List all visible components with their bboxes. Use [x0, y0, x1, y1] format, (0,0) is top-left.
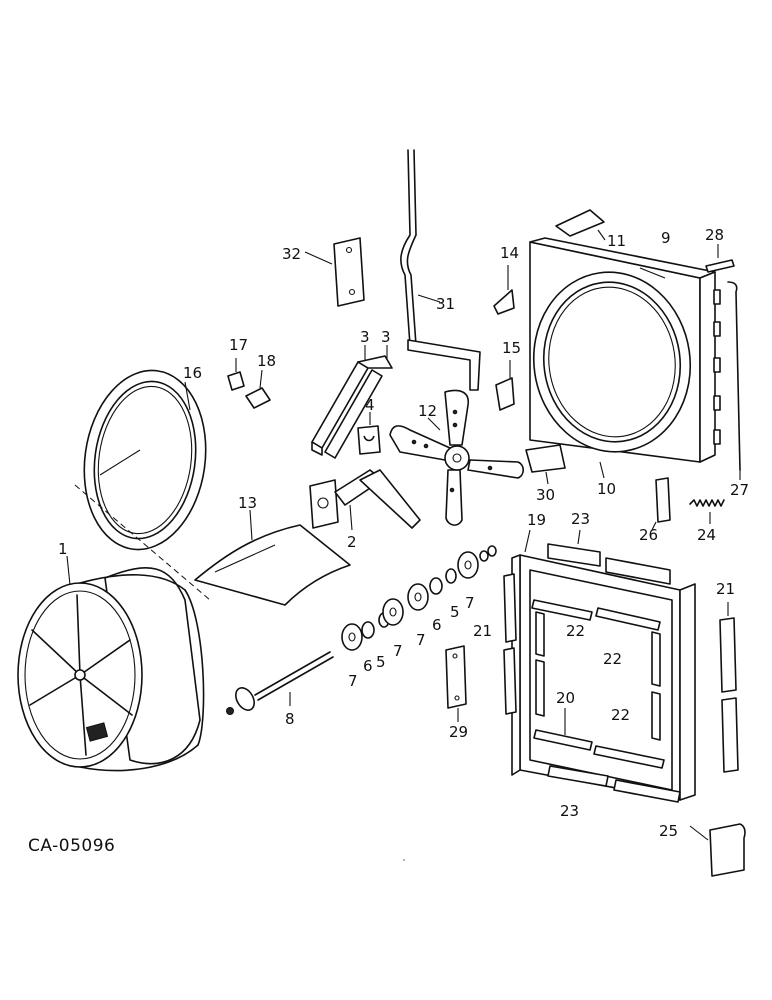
callout-20: 20: [556, 689, 575, 707]
part-15-bracket: [495, 360, 515, 411]
callout-30: 30: [536, 486, 555, 504]
callout-22: 22: [566, 622, 585, 640]
callout-7: 7: [348, 672, 358, 690]
part-26-bracket: [651, 477, 671, 531]
part-11-bracket: [555, 209, 606, 241]
callout-17: 17: [229, 336, 248, 354]
part-27-rod: [727, 281, 741, 480]
callout-6: 6: [432, 616, 442, 634]
callout-7: 7: [465, 594, 475, 612]
speck: [403, 859, 405, 861]
part-6-bushing-b: [429, 577, 443, 595]
callout-labels: 1 2 3 3 4 5 5 6 6 7 7 7 7 8 9 10 11 12 1…: [58, 226, 749, 840]
callout-5: 5: [376, 653, 386, 671]
part-14-bracket: [493, 265, 515, 315]
callout-22: 22: [611, 706, 630, 724]
part-7-bearing-d: [457, 545, 497, 579]
part-21-side-seals: [503, 573, 739, 773]
part-18-clip: [245, 369, 271, 409]
part-7-bearing: [341, 623, 363, 651]
part-32-plate: [304, 237, 365, 307]
callout-5: 5: [450, 603, 460, 621]
callout-13: 13: [238, 494, 257, 512]
part-12-fan-blade: [389, 389, 525, 526]
callout-6: 6: [363, 657, 373, 675]
callout-23: 23: [571, 510, 590, 528]
part-31-rod: [400, 149, 481, 391]
callout-15: 15: [502, 339, 521, 357]
callout-4: 4: [365, 396, 375, 414]
callout-28: 28: [705, 226, 724, 244]
callout-3: 3: [360, 328, 370, 346]
callout-29: 29: [449, 723, 468, 741]
part-1-fan-shroud: [17, 555, 205, 772]
callout-10: 10: [597, 480, 616, 498]
drawing-code: CA-05096: [28, 836, 115, 856]
part-13-screen: [194, 509, 351, 606]
callout-14: 14: [500, 244, 519, 262]
callout-32: 32: [282, 245, 301, 263]
part-20-seal: [533, 708, 593, 751]
part-7-bearing-b: [382, 598, 404, 626]
part-25-cover: [689, 823, 746, 877]
part-17-clip: [227, 358, 245, 391]
part-9-fan-shroud-plate: [529, 237, 721, 479]
callout-7: 7: [393, 642, 403, 660]
part-8-shaft: [226, 651, 334, 715]
part-16-ring-seal: [74, 369, 211, 601]
part-22-seals: [531, 599, 665, 769]
callout-9: 9: [661, 229, 671, 247]
part-28-strip: [705, 244, 735, 273]
callout-7: 7: [416, 631, 426, 649]
callout-24: 24: [697, 526, 716, 544]
callout-2: 2: [347, 533, 357, 551]
callout-22: 22: [603, 650, 622, 668]
part-7-bearing-c: [407, 583, 429, 611]
callout-1: 1: [58, 540, 68, 558]
part-5-collar-b: [445, 568, 457, 584]
callout-21: 21: [716, 580, 735, 598]
callout-16: 16: [183, 364, 202, 382]
callout-27: 27: [730, 481, 749, 499]
part-24-spring: [689, 499, 725, 524]
callout-12: 12: [418, 402, 437, 420]
part-3-brace-pair: [311, 345, 393, 459]
callout-25: 25: [659, 822, 678, 840]
part-6-bushing: [361, 621, 375, 639]
part-23-seals: [547, 529, 681, 803]
part-4-clamp: [357, 412, 381, 455]
callout-8: 8: [285, 710, 295, 728]
callout-3: 3: [381, 328, 391, 346]
part-30-bracket: [525, 444, 566, 485]
callout-23: 23: [560, 802, 579, 820]
callout-26: 26: [639, 526, 658, 544]
callout-11: 11: [607, 232, 626, 250]
callout-31: 31: [436, 295, 455, 313]
callout-21: 21: [473, 622, 492, 640]
callout-19: 19: [527, 511, 546, 529]
part-2-support-bracket: [309, 469, 421, 531]
callout-18: 18: [257, 352, 276, 370]
part-29-plate: [445, 645, 467, 722]
